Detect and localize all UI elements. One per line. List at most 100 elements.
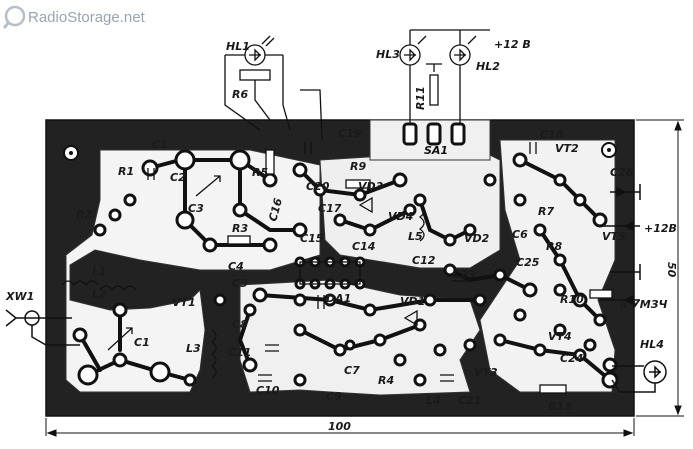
label-c1-bottom: C1	[134, 336, 150, 349]
solder-pad	[112, 302, 128, 318]
switch-pin	[426, 122, 442, 146]
component-labels: HL1 R6 HL3 HL2 +12 В R11 SA1 C19 C18 C1 …	[5, 38, 677, 413]
label-c17: C17	[318, 202, 342, 215]
label-c18: C18	[540, 128, 564, 141]
solder-pad	[242, 357, 258, 373]
arrow-left-icon	[616, 186, 627, 198]
trace	[148, 158, 272, 182]
resistor-r5	[265, 149, 275, 175]
inductor-l3	[210, 329, 217, 379]
label-hl2: HL2	[476, 60, 500, 73]
led-hl3-symbol	[404, 48, 416, 62]
trace	[298, 323, 422, 353]
capacitor-c23	[452, 274, 466, 282]
wrench-logo-icon	[4, 5, 26, 27]
solder-pad	[413, 193, 427, 207]
led-hl4-symbol	[649, 365, 662, 379]
label-r9: R9	[350, 160, 366, 173]
width-dimension	[45, 418, 635, 436]
switch-pin	[402, 122, 418, 146]
label-vd1: VD1	[400, 295, 425, 308]
solder-pad	[293, 373, 307, 387]
solder-pad	[533, 343, 547, 357]
label-l3: L3	[186, 342, 201, 355]
label-c12: C12	[412, 254, 436, 267]
resistor-r10	[589, 289, 613, 299]
label-vt2: VT2	[555, 142, 579, 155]
solder-pad	[463, 223, 477, 237]
label-hl1: HL1	[226, 40, 250, 53]
label-vt1: VT1	[172, 296, 196, 309]
solder-pad	[262, 237, 278, 253]
label-vd3: VD3	[358, 180, 384, 193]
solder-pad	[174, 149, 196, 171]
solder-pad	[513, 308, 527, 322]
led-hl1-symbol	[249, 48, 261, 62]
label-c25: C25	[516, 256, 540, 269]
solder-pad	[333, 213, 347, 227]
trace	[238, 158, 302, 232]
ground-terminal-bottom	[610, 264, 641, 280]
top-led-wiring	[409, 29, 490, 125]
label-vt3: VT3	[474, 366, 498, 379]
label-r2: R2	[76, 208, 92, 221]
antenna-arrow-icon	[5, 309, 18, 327]
solder-pad	[493, 333, 507, 347]
resistor-r13	[539, 384, 567, 394]
ic-da1	[299, 261, 361, 285]
solder-pad	[323, 293, 337, 307]
solder-pad	[72, 327, 88, 343]
solder-pad	[583, 338, 597, 352]
label-c3: C3	[188, 202, 204, 215]
trace	[183, 158, 272, 247]
solder-pad	[232, 202, 248, 218]
capacitor-c1-top	[147, 168, 155, 180]
trace	[298, 168, 402, 198]
label-c5: C5	[232, 277, 248, 290]
solder-pad	[313, 183, 327, 197]
capacitor-c21	[440, 374, 454, 382]
label-c1-top: C1	[152, 138, 168, 151]
hl4-wiring	[611, 365, 656, 393]
capacitor-c11	[265, 344, 279, 352]
label-l5: L5	[408, 230, 423, 243]
r6-wiring	[300, 89, 323, 141]
trace	[418, 198, 472, 243]
arrow-right-icon	[623, 220, 634, 232]
label-r1: R1	[118, 165, 134, 178]
solder-pad	[77, 364, 99, 386]
solder-pad	[333, 343, 347, 357]
diode-vd4	[358, 196, 373, 214]
solder-pad	[512, 152, 528, 168]
mounting-hole-center	[69, 151, 73, 155]
solder-pad	[141, 159, 159, 177]
height-label: 50	[665, 262, 678, 278]
label-r8: R8	[546, 240, 562, 253]
solder-pad	[393, 353, 407, 367]
label-vd2: VD2	[464, 232, 490, 245]
label-c20: C20	[306, 180, 330, 193]
label-r4: R4	[378, 374, 394, 387]
solder-pad	[533, 223, 547, 237]
height-dimension	[636, 119, 684, 417]
solder-pad	[344, 339, 356, 351]
solder-pad	[413, 373, 427, 387]
label-l2: L2	[92, 288, 107, 301]
label-r6: R6	[232, 88, 248, 101]
mounting-hole-center	[607, 148, 611, 152]
solder-pad	[483, 173, 497, 187]
external-leds	[224, 29, 490, 141]
label-l1: L1	[92, 265, 107, 278]
hl1-wiring	[224, 54, 291, 131]
trimmer-c3	[195, 175, 221, 197]
label-hl4: HL4	[640, 338, 664, 351]
solder-pad	[573, 193, 587, 207]
solder-pad	[553, 173, 567, 187]
solder-pad	[553, 283, 567, 297]
label-c23: C23	[452, 268, 476, 281]
resistor-r9	[345, 179, 371, 189]
label-vd4: VD4	[388, 210, 413, 223]
label-r3: R3	[232, 222, 248, 235]
solder-pad	[183, 373, 197, 387]
antenna-wiring	[16, 317, 80, 346]
